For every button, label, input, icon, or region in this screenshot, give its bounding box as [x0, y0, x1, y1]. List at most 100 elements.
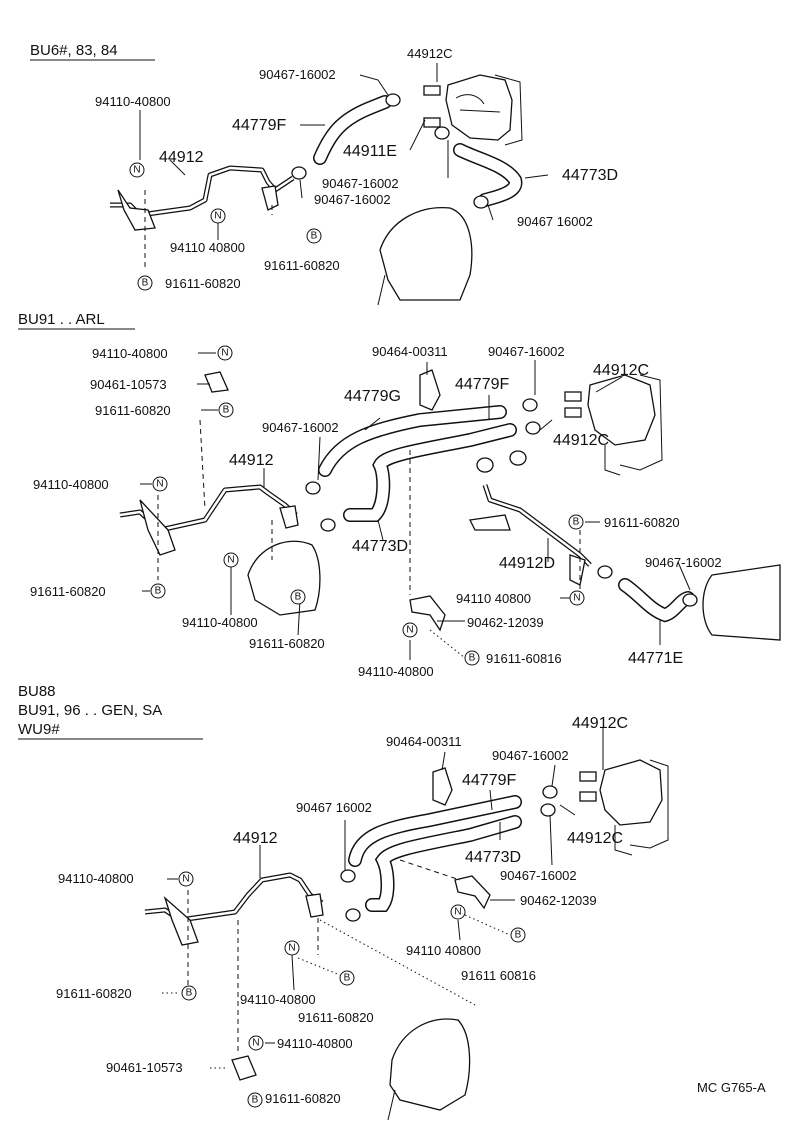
part-label: 94110-40800	[58, 871, 134, 886]
symbol-b: B	[290, 589, 306, 605]
hose-clamp	[542, 785, 558, 799]
air-valve-assembly	[423, 74, 523, 146]
part-label: 91611-60820	[249, 636, 325, 651]
air-valve-assembly	[579, 759, 669, 856]
air-valve-assembly	[564, 374, 663, 476]
symbol-n: N	[248, 1035, 264, 1051]
part-label: 91611 60816	[461, 968, 536, 983]
section-3: BU88 BU91, 96 . . GEN, SA WU9#	[18, 683, 669, 1121]
part-label: 91611-60820	[264, 258, 340, 273]
pipe-bracket	[569, 554, 586, 586]
part-label: 90467-16002	[645, 555, 722, 570]
hose-clamp	[305, 481, 321, 495]
section-3-heading: BU88	[18, 683, 56, 700]
svg-text:N: N	[227, 555, 234, 566]
hose-clamp	[476, 457, 494, 473]
pipe-bracket	[163, 895, 199, 946]
pipe-bracket	[469, 514, 511, 531]
part-label: 44912C	[567, 830, 623, 847]
part-label: 90464-00311	[372, 344, 448, 359]
hose-clamp	[473, 195, 489, 209]
part-label: 44773D	[562, 167, 618, 184]
symbol-b: B	[339, 970, 355, 986]
part-label: 90461-10573	[106, 1060, 183, 1075]
hose-clamp	[340, 869, 356, 883]
part-label: 91611-60820	[30, 584, 106, 599]
part-label: 94110-40800	[182, 615, 258, 630]
part-label: 90467 16002	[517, 214, 593, 229]
symbol-n: N	[569, 590, 585, 606]
symbol-n: N	[178, 871, 194, 887]
symbol-b: B	[150, 583, 166, 599]
pipe-clip	[454, 875, 491, 910]
symbol-b: B	[306, 228, 322, 244]
part-label: 90467 16002	[296, 800, 372, 815]
symbol-n: N	[210, 208, 226, 224]
part-label: 44773D	[465, 849, 521, 866]
section-1: BU6#, 83, 84	[30, 42, 618, 306]
part-label: 90462-12039	[467, 615, 544, 630]
hose-clip	[419, 369, 441, 411]
part-label: 91611-60820	[604, 515, 680, 530]
part-label: 44912C	[572, 715, 628, 732]
symbol-b: B	[218, 402, 234, 418]
svg-text:N: N	[156, 479, 163, 490]
part-label: 94110-40800	[92, 346, 168, 361]
svg-text:N: N	[406, 625, 413, 636]
svg-text:B: B	[573, 517, 580, 528]
hose-clamp	[434, 126, 450, 140]
hose-clamp	[682, 593, 698, 607]
hose-clamp	[385, 93, 401, 107]
hose-clamp	[345, 908, 361, 922]
symbol-b: B	[181, 985, 197, 1001]
part-label: 90467-16002	[262, 420, 339, 435]
reservoir-tank	[389, 1018, 471, 1111]
pipe-bracket	[279, 505, 299, 529]
part-label: 90461-10573	[90, 377, 167, 392]
part-label: 44912	[233, 830, 278, 847]
hose-clamp	[522, 398, 538, 412]
part-label: 90467-16002	[259, 67, 336, 82]
hose-clamp	[320, 518, 336, 532]
part-label: 91611-60820	[298, 1010, 374, 1025]
part-label: 90467-16002	[492, 748, 569, 763]
hose-clamp	[525, 421, 541, 435]
symbol-b: B	[247, 1092, 263, 1108]
svg-text:B: B	[295, 592, 302, 603]
svg-text:N: N	[573, 593, 580, 604]
engine-part	[702, 564, 781, 641]
svg-text:N: N	[182, 874, 189, 885]
part-label: 44779G	[344, 388, 401, 405]
part-label: 44912D	[499, 555, 555, 572]
part-label: 94110-40800	[358, 664, 434, 679]
part-label: 94110-40800	[95, 94, 171, 109]
part-label: 44779F	[232, 117, 286, 134]
svg-text:N: N	[252, 1038, 259, 1049]
svg-text:N: N	[214, 211, 221, 222]
part-label: 44912C	[593, 362, 649, 379]
hose-clamp	[291, 166, 307, 180]
hose-clip	[204, 371, 229, 393]
svg-text:N: N	[221, 348, 228, 359]
part-label: 91611-60820	[165, 276, 241, 291]
part-label: 44771E	[628, 650, 683, 667]
svg-text:B: B	[515, 930, 522, 941]
part-label: 94110-40800	[277, 1036, 353, 1051]
part-label: 44779F	[455, 376, 509, 393]
symbol-b: B	[137, 275, 153, 291]
part-label: 91611-60820	[95, 403, 171, 418]
part-label: 90464-00311	[386, 734, 462, 749]
symbol-n: N	[450, 904, 466, 920]
hose-clamp	[540, 803, 556, 817]
part-label: 94110 40800	[170, 240, 245, 255]
part-label: 90467-16002	[488, 344, 565, 359]
symbol-b: B	[510, 927, 526, 943]
part-label: 91611-60816	[486, 651, 562, 666]
svg-text:B: B	[344, 973, 351, 984]
reservoir-tank	[247, 540, 321, 616]
part-label: 94110-40800	[33, 477, 109, 492]
symbol-n: N	[129, 162, 145, 178]
part-label: 44912C	[553, 432, 609, 449]
pipe-clip	[409, 595, 446, 632]
